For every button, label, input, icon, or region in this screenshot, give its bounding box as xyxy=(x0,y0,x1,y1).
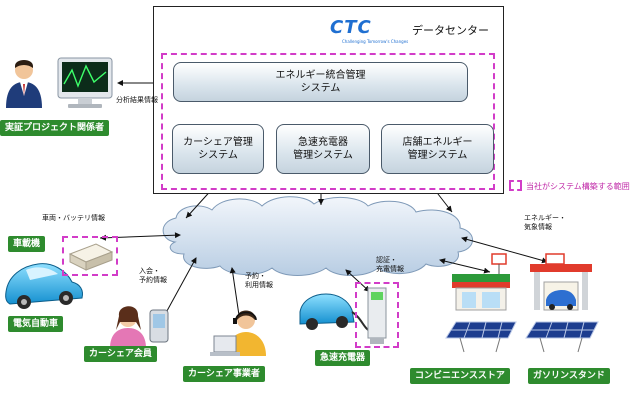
label-line: 入会・ xyxy=(139,267,160,275)
ctc-tagline: Challenging Tomorrow's Changes xyxy=(342,39,409,44)
auth-charge-label: 認証・ 充電情報 xyxy=(376,256,404,274)
carshare-management-system: カーシェア管理システム xyxy=(172,124,264,174)
project-member-label: 実証プロジェクト関係者 xyxy=(0,120,110,136)
energy-management-system: エネルギー統合管理システム xyxy=(173,62,468,102)
label-line: エネルギー・ xyxy=(524,214,566,222)
solar-panel-icon xyxy=(445,321,517,353)
label-line: 予約・ xyxy=(245,272,266,280)
system-label: カーシェア管理 xyxy=(183,137,253,148)
gas-station-icon xyxy=(530,253,592,311)
label-line: 予約情報 xyxy=(139,276,167,284)
charger-management-system: 急速充電器管理システム xyxy=(276,124,370,174)
label-line: 充電情報 xyxy=(376,265,404,273)
solar-panel-icon xyxy=(525,321,599,353)
system-label: 管理システム xyxy=(407,150,468,161)
vehicle-info-label: 車両・バッテリ情報 xyxy=(42,214,105,222)
system-label: システム xyxy=(300,83,341,94)
system-label: システム xyxy=(198,150,238,161)
datacenter-label: データセンター xyxy=(412,24,489,37)
convenience-store-label: コンビニエンスストア xyxy=(410,368,510,384)
analyst-person-icon xyxy=(6,60,42,108)
connector-line xyxy=(439,258,491,274)
computer-monitor-icon xyxy=(57,57,113,108)
onboard-unit-icon xyxy=(68,243,114,271)
entry-reservation-label: 入会・ 予約情報 xyxy=(139,267,167,285)
system-label: 急速充電器 xyxy=(297,137,348,148)
connector-line xyxy=(229,267,243,323)
legend-text: 当社がシステム構築する範囲 xyxy=(526,182,630,191)
system-label: 管理システム xyxy=(293,150,353,161)
ctc-logo: CTC xyxy=(330,17,372,38)
gas-station-label: ガソリンスタンド xyxy=(528,368,610,384)
label-line: 気象情報 xyxy=(524,223,552,231)
scope-boundary xyxy=(161,53,495,190)
carshare-operator-label: カーシェア事業者 xyxy=(183,366,265,382)
connector-line xyxy=(461,236,549,264)
charger-station-icon xyxy=(367,287,387,344)
laptop-icon xyxy=(210,335,240,356)
analysis-label: 分析結果情報 xyxy=(116,96,158,104)
connector-line xyxy=(161,257,197,321)
store-energy-management-system: 店舗エネルギー管理システム xyxy=(381,124,494,174)
onboard-unit-highlight xyxy=(62,236,118,276)
network-cloud xyxy=(162,196,473,276)
convenience-store-icon xyxy=(452,253,510,311)
legend-swatch xyxy=(509,180,522,191)
label-line: 利用情報 xyxy=(245,281,273,289)
system-label: 店舗エネルギー xyxy=(402,137,473,148)
onboard-label: 車載機 xyxy=(8,236,46,252)
quick-charger-label: 急速充電器 xyxy=(315,350,371,366)
carshare-member-icon xyxy=(110,306,146,348)
charger-highlight xyxy=(355,282,399,348)
system-label: エネルギー統合管理 xyxy=(275,70,366,81)
connector-line xyxy=(345,269,371,293)
carshare-member-label: カーシェア会員 xyxy=(84,346,157,362)
ev-label: 電気自動車 xyxy=(8,316,64,332)
label-line: 認証・ xyxy=(376,256,397,264)
reservation-usage-label: 予約・ 利用情報 xyxy=(245,272,273,290)
mobile-phone-icon xyxy=(149,309,169,343)
energy-weather-label: エネルギー・ 気象情報 xyxy=(524,214,566,232)
